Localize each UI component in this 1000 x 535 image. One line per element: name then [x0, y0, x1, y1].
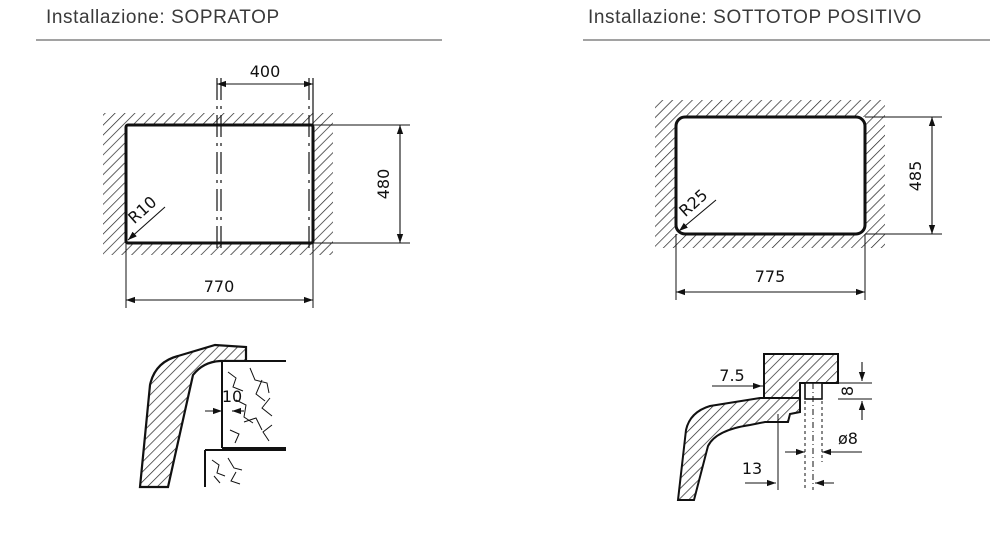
radius-leader-r25 — [678, 199, 717, 232]
dim-label-400: 400 — [250, 62, 281, 81]
dim-label-o8: ø8 — [838, 429, 858, 448]
dim-label-770: 770 — [204, 277, 235, 296]
cabinet-texture — [211, 457, 243, 485]
sottotop-plan: 485 775 R25 — [655, 100, 942, 300]
sopratop-cutout-outline — [124, 123, 315, 245]
title-sopratop: Installazione: SOPRATOP — [46, 7, 280, 28]
sink-rim-section — [138, 343, 248, 489]
countertop-slab-section — [763, 353, 839, 399]
countertop-hatch-right — [655, 100, 885, 248]
sink-rim-section-right — [676, 397, 801, 501]
dim-label-480: 480 — [374, 169, 393, 200]
dim-label-7-5: 7.5 — [719, 366, 744, 385]
dim-label-8: 8 — [838, 386, 857, 396]
dim-label-10: 10 — [222, 387, 242, 406]
sottotop-cutout-outline — [674, 115, 867, 236]
stone-texture — [227, 367, 273, 444]
dim-label-485: 485 — [906, 161, 925, 192]
sopratop-plan: 400 480 770 R10 — [103, 62, 410, 308]
dim-label-13: 13 — [742, 459, 762, 478]
title-sottotop-positivo: Installazione: SOTTOTOP POSITIVO — [588, 7, 922, 28]
cabinet-block — [205, 450, 248, 487]
sottotop-section: 7.5 8 ø8 13 — [676, 353, 872, 501]
dim-label-775: 775 — [755, 267, 786, 286]
radius-leader-r10 — [127, 206, 166, 241]
sopratop-section: 10 — [138, 343, 286, 489]
